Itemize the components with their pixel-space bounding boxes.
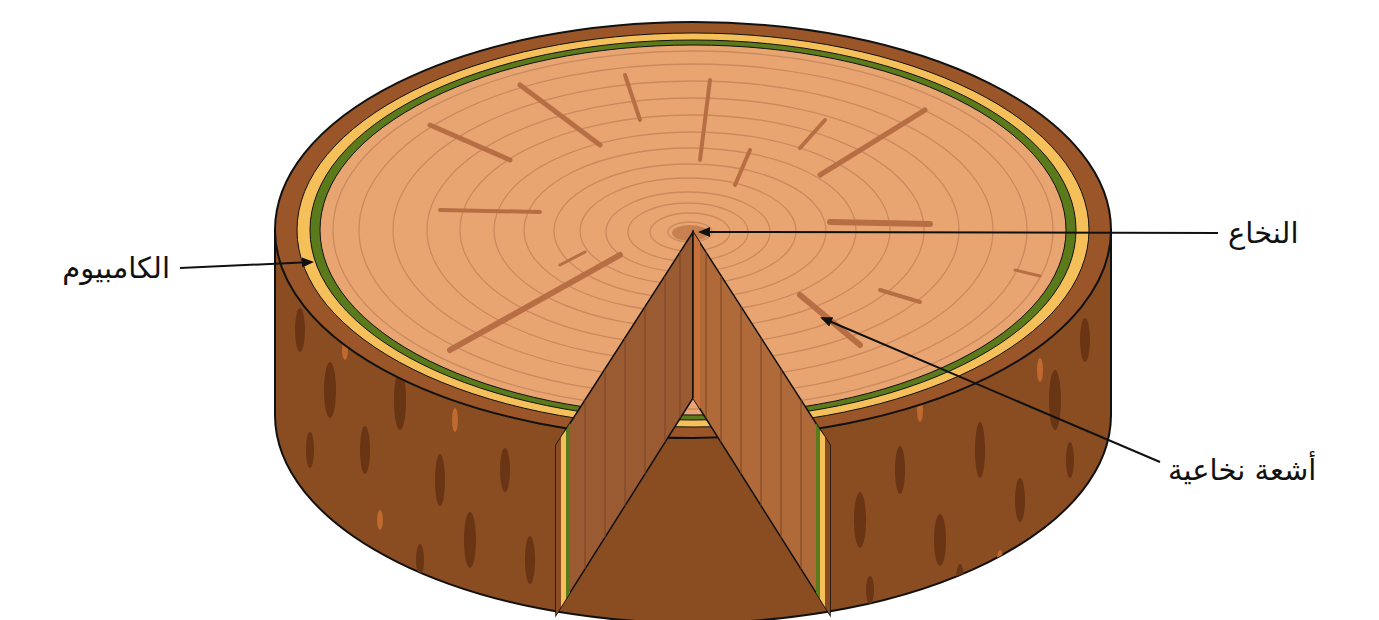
part-label: أشعة نخاعية — [1168, 453, 1316, 488]
part-label: النخاع — [1228, 216, 1299, 251]
part-label: الكامبيوم — [62, 251, 170, 286]
